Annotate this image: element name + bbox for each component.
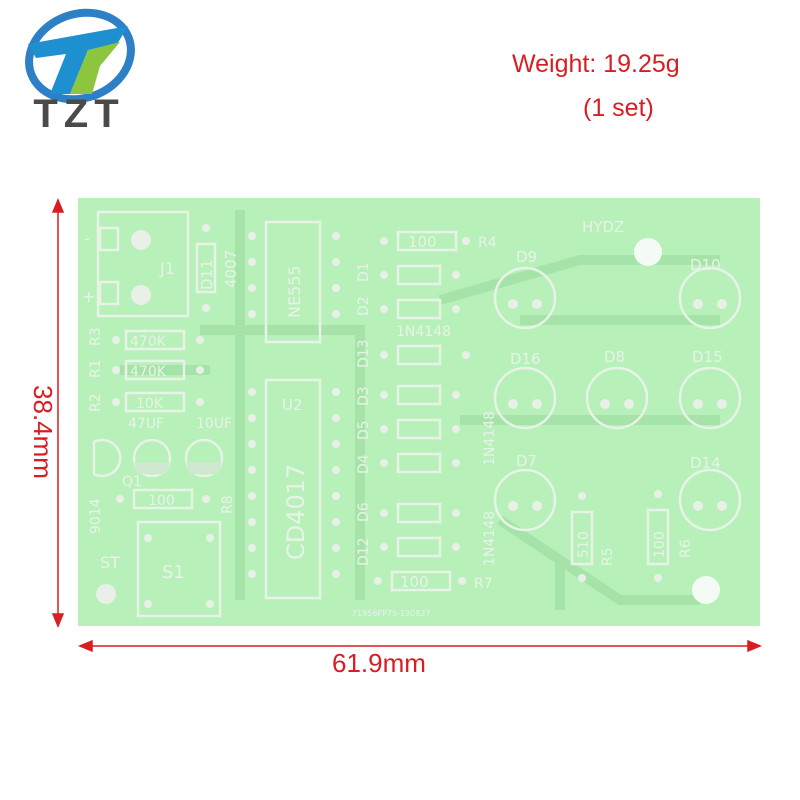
serial-label: 71956FP75-190827: [352, 609, 430, 618]
led-d9-label: D9: [516, 248, 537, 266]
r2-value: 10K: [136, 396, 164, 412]
r5-value: 510: [576, 531, 592, 558]
d5-label: D5: [356, 420, 372, 440]
r6-label: R6: [678, 539, 694, 558]
r8-label: R8: [220, 495, 236, 514]
height-dimension-label: 38.4mm: [28, 385, 58, 479]
d11-part-label: 4007: [222, 250, 240, 288]
r3-label: R3: [88, 327, 104, 346]
j1-label: J1: [159, 259, 175, 278]
q1-label: Q1: [122, 474, 142, 490]
s1-label: S1: [162, 562, 185, 583]
j1-minus-label: -: [84, 229, 90, 248]
r1-label: R1: [88, 359, 104, 378]
r5-label: R5: [600, 547, 616, 566]
led-d7-label: D7: [516, 452, 537, 470]
r4-value: 100: [408, 233, 437, 251]
logo-text: TZT: [33, 92, 125, 136]
r4-label: R4: [478, 235, 497, 251]
r1-value: 470K: [130, 364, 167, 380]
ne555-label: NE555: [285, 265, 304, 318]
r6-value: 100: [652, 531, 668, 558]
d12-label: D12: [356, 537, 372, 566]
d11-label: D11: [198, 259, 216, 290]
led-d15-label: D15: [692, 348, 723, 366]
diode-part-label-3: 1N4148: [482, 511, 498, 566]
pcb-substrate: [78, 198, 760, 626]
d2-label: D2: [356, 296, 372, 316]
r2-label: R2: [88, 393, 104, 412]
width-dimension-label: 61.9mm: [332, 648, 426, 678]
mount-hole-top-right: [634, 238, 662, 266]
set-label: (1 set): [583, 94, 654, 122]
u2-label: U2: [282, 396, 303, 414]
cap-10uf-label: 10UF: [196, 416, 232, 432]
d6-label: D6: [356, 502, 372, 522]
led-d8-label: D8: [604, 348, 625, 366]
cap-47uf-label: 47UF: [128, 416, 164, 432]
d1-label: D1: [356, 262, 372, 282]
width-dimension-arrow: [78, 639, 762, 653]
diode-part-label-2: 1N4148: [482, 411, 498, 466]
r3-value: 470K: [130, 334, 167, 350]
r7-label: R7: [474, 576, 493, 592]
maker-label: HYDZ: [582, 218, 624, 236]
mount-hole-bottom-right: [692, 576, 720, 604]
led-d10-label: D10: [690, 256, 721, 274]
led-d16-label: D16: [510, 350, 541, 368]
d3-label: D3: [356, 386, 372, 406]
cd4017-label: CD4017: [282, 464, 310, 560]
height-dimension-arrow: [51, 198, 65, 628]
led-d14-label: D14: [690, 454, 721, 472]
r8-value: 100: [148, 493, 175, 509]
st-label: ST: [100, 553, 120, 572]
d4-label: D4: [356, 454, 372, 474]
d13-label: D13: [356, 339, 372, 368]
j1-plus-label: +: [82, 287, 95, 306]
weight-label: Weight: 19.25g: [512, 50, 680, 78]
q1-part-label: 9014: [88, 498, 104, 534]
tzt-logo: [25, 8, 135, 104]
diode-part-label-1: 1N4148: [396, 324, 451, 340]
r7-value: 100: [400, 573, 429, 591]
